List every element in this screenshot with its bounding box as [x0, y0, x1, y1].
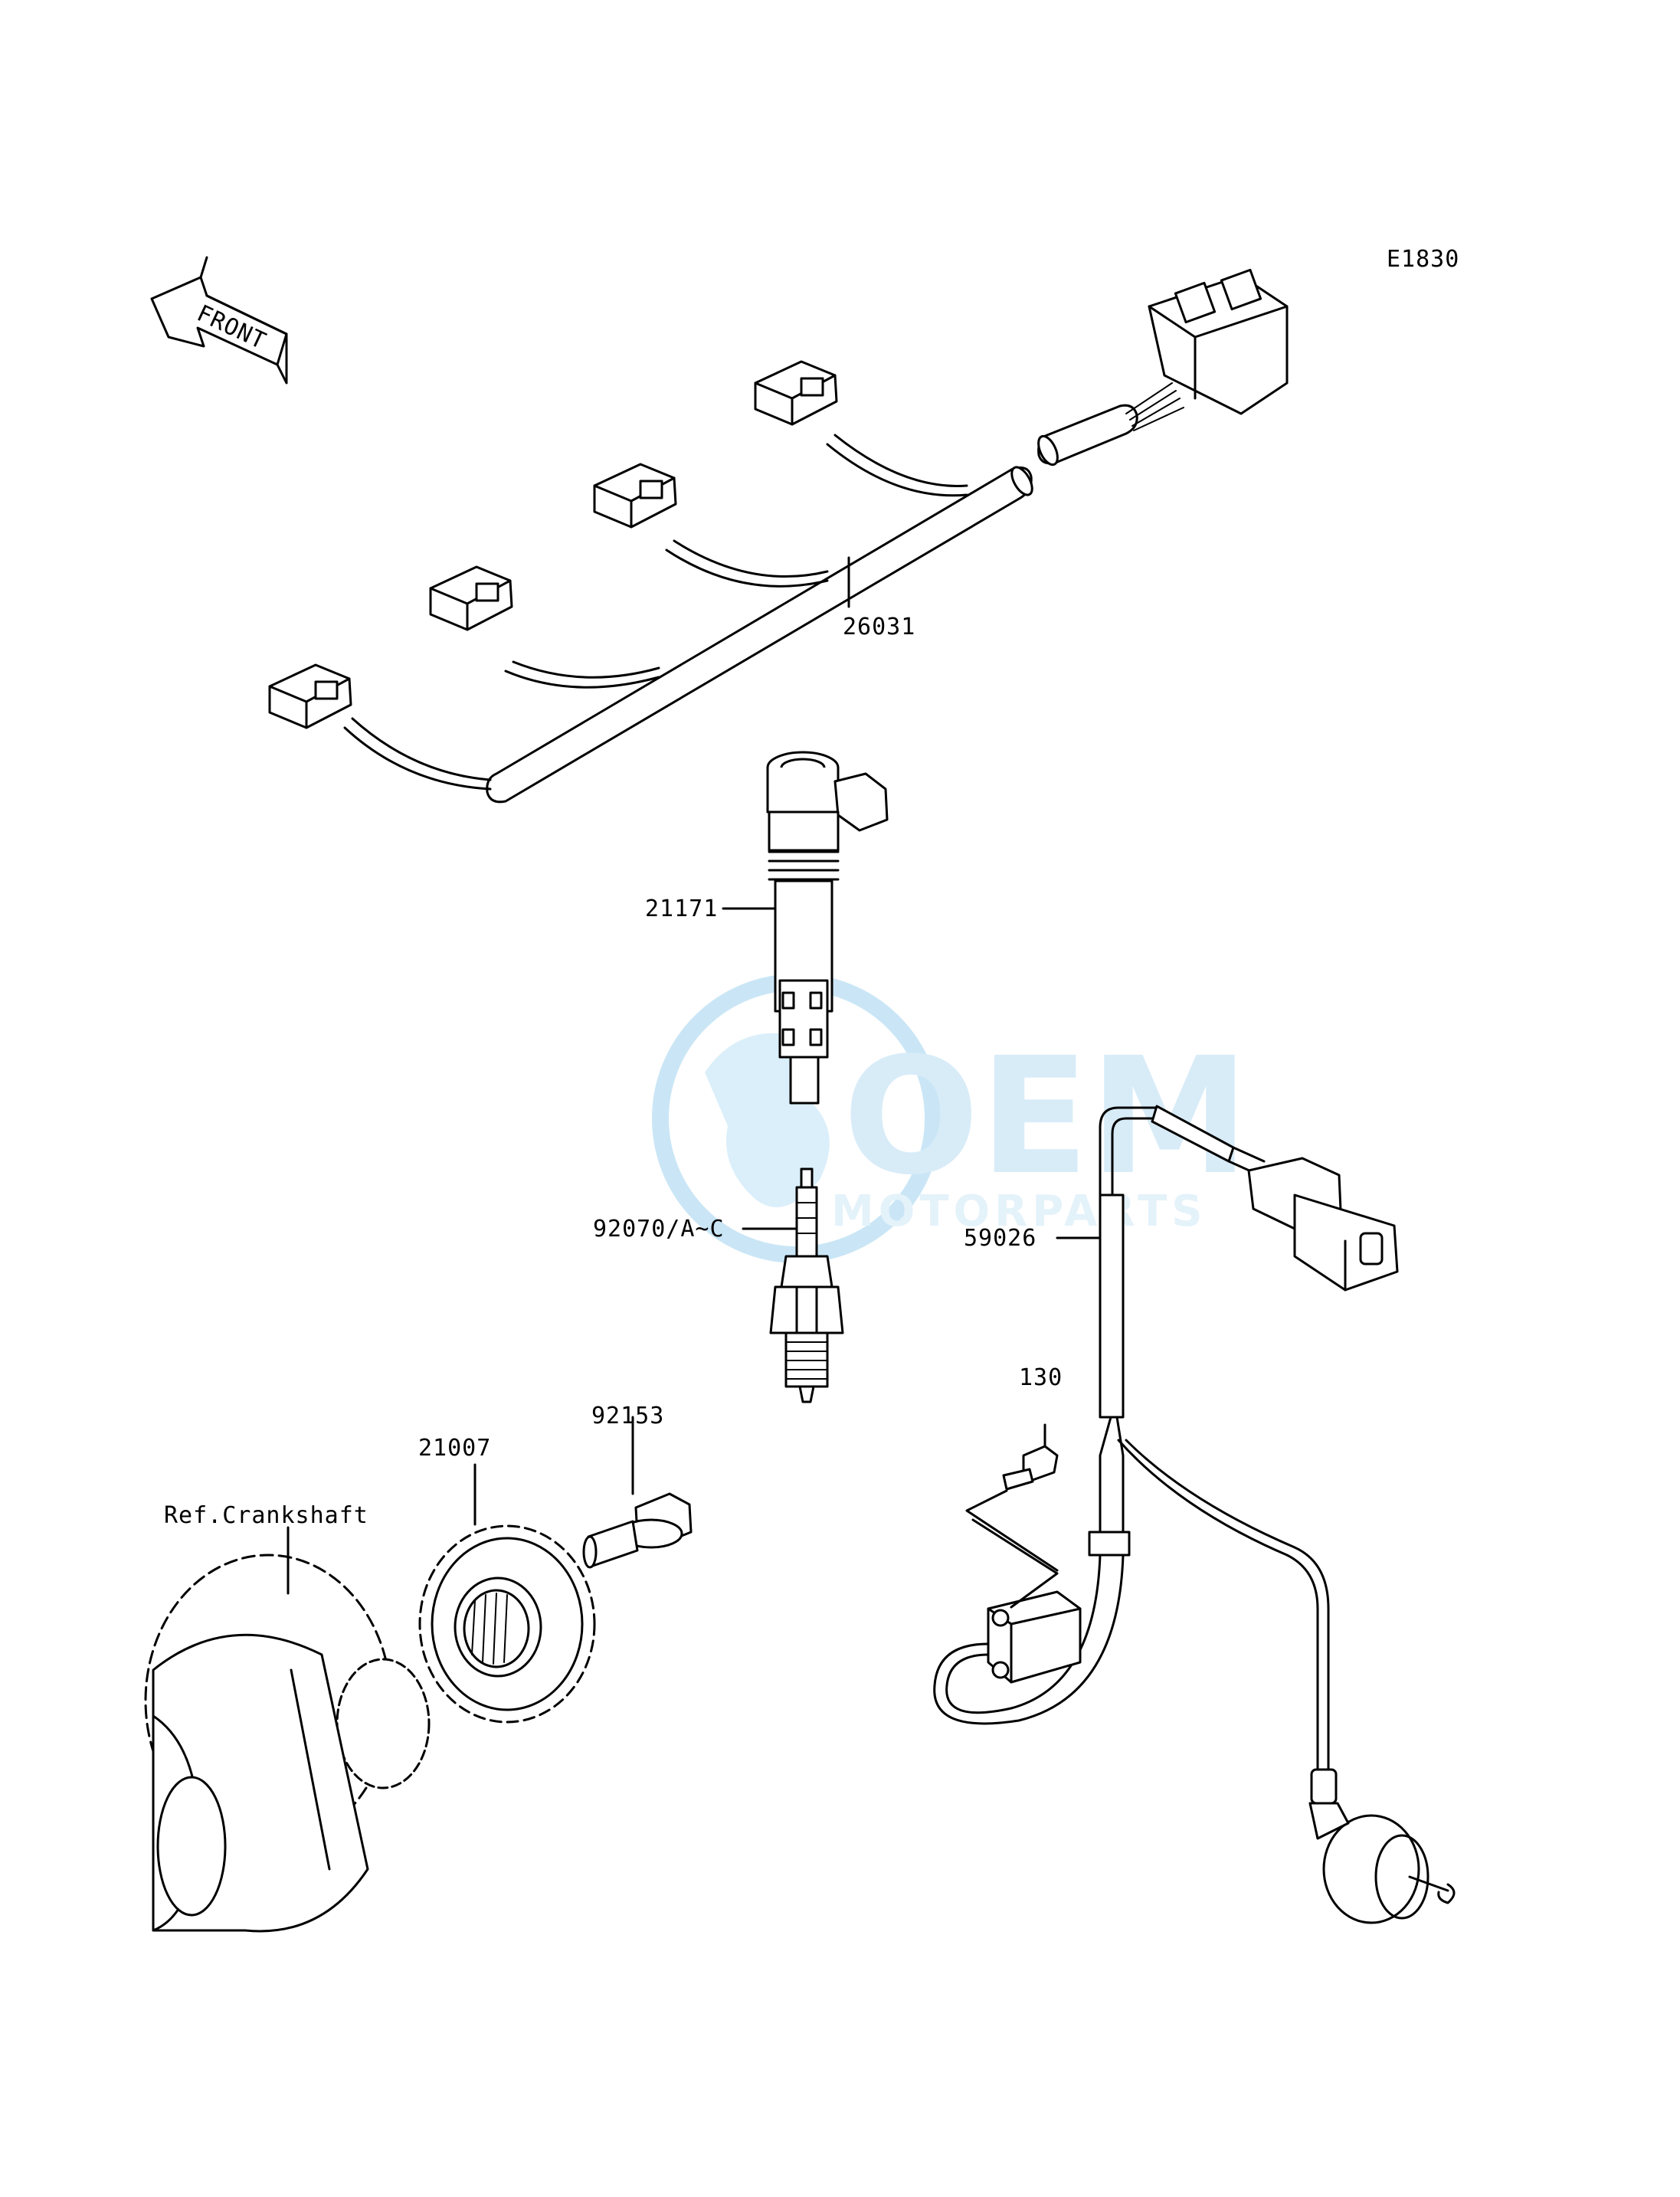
timing-rotor-21007	[418, 1463, 596, 1724]
bolt-92153	[582, 1416, 693, 1569]
label-92070: 92070/A~C	[593, 1216, 725, 1243]
front-arrow-icon: FRONT	[150, 256, 288, 385]
harness-connector-3	[593, 463, 677, 529]
label-21007: 21007	[418, 1435, 491, 1462]
label-130: 130	[1019, 1364, 1063, 1391]
harness-connector-4	[754, 360, 838, 426]
diagram-code: E1830	[1387, 246, 1459, 273]
label-59026: 59026	[964, 1225, 1036, 1252]
label-26031: 26031	[843, 614, 915, 640]
watermark-big: OEM	[843, 1023, 1249, 1210]
harness-connector-2	[429, 565, 513, 631]
watermark-small: MOTORPARTS	[831, 1187, 1207, 1236]
harness-26031	[268, 268, 1289, 804]
crankshaft-reference	[144, 1526, 431, 1933]
spark-plug-92070	[742, 1167, 844, 1403]
label-crankshaft: Ref.Crankshaft	[164, 1502, 368, 1529]
label-92153: 92153	[591, 1403, 664, 1429]
bolt-130	[965, 1423, 1059, 1572]
pickup-sensor-59026	[933, 1105, 1456, 1924]
ignition-coil-21171	[722, 751, 889, 1105]
label-21171: 21171	[645, 895, 718, 922]
harness-connector-1	[268, 663, 352, 729]
